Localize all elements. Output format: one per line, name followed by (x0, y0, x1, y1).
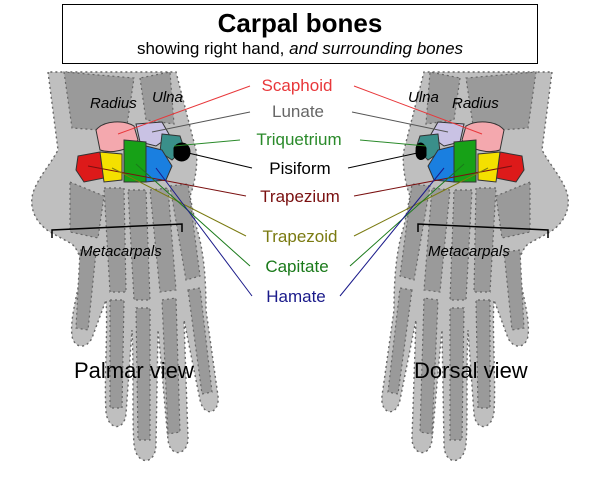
lunate-label: Lunate (272, 102, 324, 121)
pisiform-label: Pisiform (269, 159, 330, 178)
right-metacarpals-label: Metacarpals (428, 243, 510, 260)
dorsal-view-label: Dorsal view (414, 358, 528, 383)
right-ulna-label: Ulna (408, 89, 439, 106)
diagram-subtitle: showing right hand, and surrounding bone… (63, 38, 537, 60)
triquetrium-label: Triquetrium (256, 130, 341, 149)
left-metacarpals-label: Metacarpals (80, 243, 162, 260)
left-radius-label: Radius (90, 95, 137, 112)
subtitle-italic: and surrounding bones (289, 39, 464, 58)
scaphoid-label: Scaphoid (262, 76, 333, 95)
left-hamate-bone (145, 145, 173, 183)
right-metacarpals-bracket (417, 223, 549, 238)
left-trapezium-bone (75, 151, 105, 183)
diagram-title: Carpal bones (217, 8, 383, 38)
left-ulna-label: Ulna (152, 89, 183, 106)
capitate-label: Capitate (265, 257, 328, 276)
title-box: Carpal bones showing right hand, and sur… (62, 4, 538, 64)
right-hamate-bone (427, 145, 455, 183)
left-trapezoid-bone (99, 151, 123, 183)
left-pisiform-bone (173, 142, 191, 162)
right-radius-label: Radius (452, 95, 499, 112)
trapezium-label: Trapezium (260, 187, 340, 206)
left-metacarpals-bracket (51, 223, 183, 238)
hamate-label: Hamate (266, 287, 326, 306)
right-trapezium-bone (495, 151, 525, 183)
right-trapezoid-bone (477, 151, 501, 183)
subtitle-plain: showing right hand, (136, 39, 285, 58)
right-pisiform-bone (415, 142, 427, 160)
trapezoid-label: Trapezoid (263, 227, 338, 246)
palmar-view-label: Palmar view (74, 358, 194, 383)
